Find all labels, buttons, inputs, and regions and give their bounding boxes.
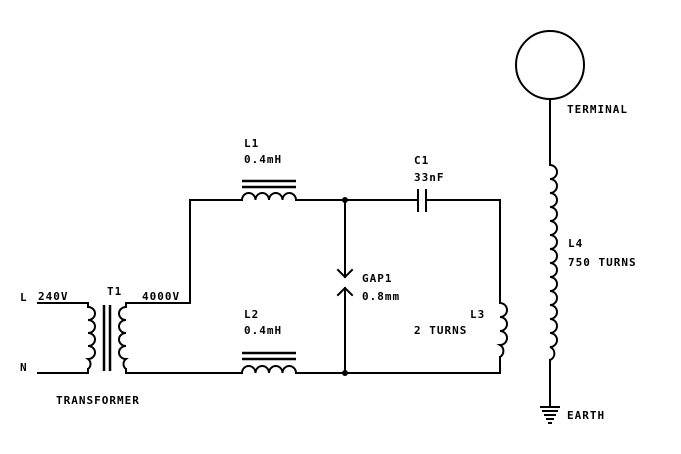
c1-name-label: C1 (414, 154, 429, 167)
line-label: L (20, 291, 28, 304)
l1-value-label: 0.4mH (244, 153, 282, 166)
primary-winding (85, 306, 96, 370)
terminal-label: TERMINAL (567, 103, 628, 116)
l3-value-label: 2 TURNS (414, 324, 467, 337)
gap-name-label: GAP1 (362, 272, 393, 285)
l4-value-label: 750 TURNS (568, 256, 637, 269)
earth-ground-symbol (540, 406, 560, 424)
terminal-toroid (515, 30, 585, 100)
c1-value-label: 33nF (414, 171, 445, 184)
l1-name-label: L1 (244, 137, 259, 150)
capacitor-c1 (417, 189, 501, 212)
spark-gap-gap1 (336, 199, 354, 374)
hv-top-wire (125, 199, 243, 304)
l4-name-label: L4 (568, 237, 583, 250)
gap-value-label: 0.8mm (362, 290, 400, 303)
t1-label: T1 (107, 285, 122, 298)
inductor-l3 (496, 199, 508, 374)
transformer-label: TRANSFORMER (56, 394, 140, 407)
l2-value-label: 0.4mH (244, 324, 282, 337)
l3-name-label: L3 (470, 308, 485, 321)
neutral-label: N (20, 361, 28, 374)
l2-name-label: L2 (244, 308, 259, 321)
earth-label: EARTH (567, 409, 605, 422)
transformer-t1 (37, 302, 129, 374)
output-voltage-label: 4000V (142, 290, 180, 303)
inductor-l1 (241, 179, 297, 201)
inductor-l4 (549, 98, 558, 407)
inductor-l2 (241, 351, 297, 374)
input-voltage-label: 240V (38, 290, 69, 303)
secondary-winding (118, 306, 129, 370)
